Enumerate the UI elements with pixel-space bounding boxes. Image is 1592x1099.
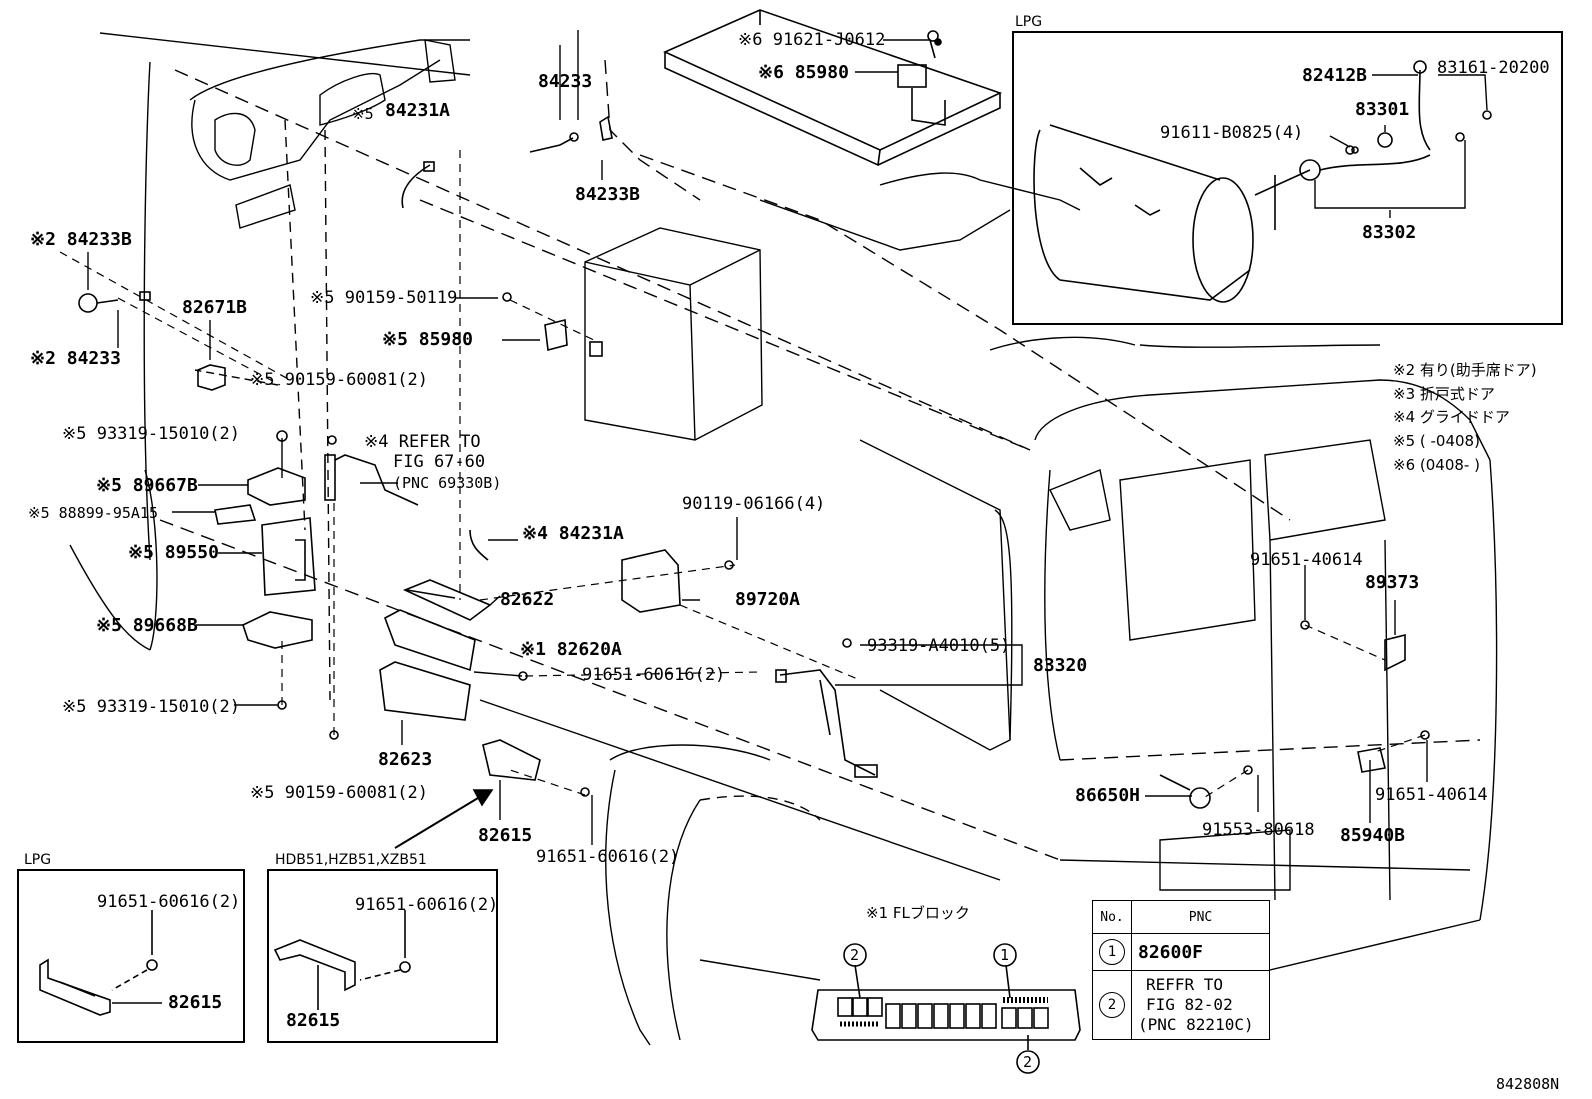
assembly-dashes bbox=[59, 150, 1426, 798]
note-3: ※3 折戸式ドア bbox=[1393, 385, 1495, 403]
vehicle-body-outline bbox=[69, 32, 1498, 1046]
part-label-91651-60616-d: 91651-60616(2) bbox=[355, 895, 499, 915]
part-label-85940B: 85940B bbox=[1340, 825, 1406, 846]
fl-marker-1: 1 bbox=[1000, 946, 1010, 964]
pnc-row2-line2: FIG 82-02 bbox=[1146, 995, 1233, 1014]
part-label-83161: 83161-20200 bbox=[1437, 58, 1550, 78]
pnc-row1-circle: 1 bbox=[1099, 939, 1125, 965]
lpg-main-title: LPG bbox=[1015, 14, 1043, 30]
part-label-91651-40614-a: 91651-40614 bbox=[1250, 550, 1363, 570]
part-label-84231A-top: 84231A bbox=[385, 100, 451, 121]
part-label-88899: ※5 88899-95A15 bbox=[28, 504, 158, 522]
part-label-91651-40614-b: 91651-40614 bbox=[1375, 785, 1488, 805]
part-label-93319-15010-b: ※5 93319-15010(2) bbox=[62, 697, 241, 717]
pnc-header-no: No. bbox=[1092, 900, 1132, 934]
pnc-table: No. PNC 1 82600F 2 REFFR TO FIG 82-02 (P… bbox=[1092, 900, 1270, 1040]
part-label-91651-60616-a: 91651-60616(2) bbox=[582, 665, 726, 685]
part-label-82615-lpg: 82615 bbox=[168, 992, 223, 1013]
pnc-row2-pnc: REFFR TO FIG 82-02 (PNC 82210C) bbox=[1131, 970, 1270, 1040]
lpg-inset-frame bbox=[1012, 31, 1563, 325]
note-2: ※2 有り(助手席ドア) bbox=[1393, 361, 1537, 379]
part-label-83302: 83302 bbox=[1362, 222, 1417, 243]
lpg-inset-title: LPG bbox=[24, 852, 52, 868]
part-label-90159-60081-b: ※5 90159-60081(2) bbox=[250, 783, 429, 803]
part-label-82671B: 82671B bbox=[182, 297, 248, 318]
part-label-84233-top: 84233 bbox=[538, 71, 593, 92]
part-label-91611: 91611-B0825(4) bbox=[1160, 123, 1304, 143]
pnc-row1-pnc: 82600F bbox=[1131, 933, 1270, 971]
part-label-84233B-top: 84233B bbox=[575, 184, 641, 205]
part-label-82622: 82622 bbox=[500, 589, 555, 610]
lpg-bracket-inset bbox=[17, 869, 245, 1043]
hdb-bracket-inset bbox=[267, 869, 498, 1043]
part-label-84233-left: ※2 84233 bbox=[30, 348, 121, 369]
part-label-refer-to: ※4 REFER TO bbox=[364, 432, 481, 452]
part-label-89667B: ※5 89667B bbox=[96, 475, 198, 496]
part-label-82620A: ※1 82620A bbox=[520, 639, 622, 660]
part-mark-84231A-top: ※5 bbox=[352, 105, 374, 123]
part-label-82412B: 82412B bbox=[1302, 65, 1368, 86]
fl-marker-2-bottom: 2 bbox=[1023, 1053, 1033, 1071]
part-label-86650H: 86650H bbox=[1075, 785, 1141, 806]
note-4: ※4 グライドドア bbox=[1393, 408, 1510, 426]
pnc-header-pnc: PNC bbox=[1131, 900, 1270, 934]
part-label-91651-60616-c: 91651-60616(2) bbox=[97, 892, 241, 912]
fl-marker-2-left: 2 bbox=[850, 946, 860, 964]
part-label-89720A: 89720A bbox=[735, 589, 801, 610]
part-label-91621: ※6 91621-J0612 bbox=[738, 30, 886, 50]
part-label-91553: 91553-80618 bbox=[1202, 820, 1315, 840]
part-label-85980-top: ※6 85980 bbox=[758, 62, 849, 83]
part-label-90159-60081-a: ※5 90159-60081(2) bbox=[250, 370, 429, 390]
hdb-inset-title: HDB51,HZB51,XZB51 bbox=[275, 852, 427, 868]
part-label-90159-50119: ※5 90159-50119 bbox=[310, 288, 458, 308]
pnc-row2-line1: REFFR TO bbox=[1146, 975, 1224, 994]
part-label-93319-A4010: 93319-A4010(5) bbox=[867, 636, 1011, 656]
pnc-row1-no: 1 bbox=[1092, 933, 1132, 971]
leader-lines bbox=[87, 30, 1488, 845]
part-label-89668B: ※5 89668B bbox=[96, 615, 198, 636]
part-label-85980-mid: ※5 85980 bbox=[382, 329, 473, 350]
fl-block-title: ※1 FLブロック bbox=[866, 904, 970, 922]
roof-bracket-panel bbox=[663, 9, 1003, 167]
part-label-82615-mid: 82615 bbox=[478, 825, 533, 846]
part-label-89550: ※5 89550 bbox=[128, 542, 219, 563]
part-label-refer-pnc: (PNC 69330B) bbox=[393, 474, 502, 492]
part-label-82623: 82623 bbox=[378, 749, 433, 770]
part-label-84233B-left: ※2 84233B bbox=[30, 229, 132, 250]
note-5: ※5 ( -0408) bbox=[1393, 432, 1480, 450]
part-label-93319-15010-a: ※5 93319-15010(2) bbox=[62, 424, 241, 444]
pnc-row2-line3: (PNC 82210C) bbox=[1138, 1015, 1254, 1034]
part-label-91651-60616-b: 91651-60616(2) bbox=[536, 847, 680, 867]
diagram-ref-code: 842808N bbox=[1496, 1075, 1560, 1093]
pnc-row2-circle: 2 bbox=[1099, 992, 1125, 1018]
part-label-89373: 89373 bbox=[1365, 572, 1420, 593]
part-label-83320: 83320 bbox=[1033, 655, 1088, 676]
part-label-82615-hdb: 82615 bbox=[286, 1010, 341, 1031]
part-label-90119: 90119-06166(4) bbox=[682, 494, 826, 514]
pnc-row2-no: 2 bbox=[1092, 970, 1132, 1040]
part-label-83301: 83301 bbox=[1355, 99, 1410, 120]
fl-block-connector bbox=[811, 943, 1081, 1074]
note-6: ※6 (0408- ) bbox=[1393, 456, 1480, 474]
part-label-84231A-mid: ※4 84231A bbox=[522, 523, 624, 544]
part-label-refer-fig: FIG 67-60 bbox=[393, 452, 486, 472]
